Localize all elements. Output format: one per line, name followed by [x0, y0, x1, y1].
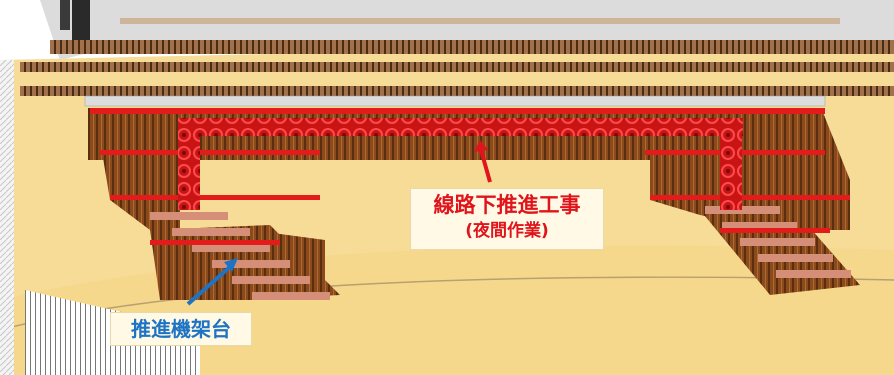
blue-arrow-head — [224, 258, 238, 272]
right-stairs — [705, 206, 851, 278]
rail-track-3 — [20, 86, 894, 96]
jack-stand-label: 推進機架台 — [110, 312, 252, 346]
red-arrow-line — [479, 149, 492, 183]
upper-embankment — [40, 0, 894, 60]
tunnel-work-label-line2: (夜間作業) — [465, 221, 549, 241]
blue-arrow-line — [186, 263, 234, 306]
guard-rail — [84, 95, 826, 107]
rail-track-far — [120, 18, 840, 24]
red-arrow-head — [474, 140, 488, 152]
pole — [72, 0, 90, 48]
pipe-ring-right-vertical — [720, 118, 742, 210]
left-edge-slab — [0, 60, 14, 375]
pipe-ring-left-vertical — [178, 118, 200, 210]
tunnel-work-label: 線路下推進工事 (夜間作業) — [410, 188, 604, 250]
pole-support — [60, 0, 70, 30]
tunnel-work-label-line1: 線路下推進工事 — [433, 193, 581, 217]
rail-track-1 — [50, 40, 894, 54]
left-stairs — [150, 212, 330, 300]
rail-track-2 — [20, 62, 894, 72]
pipe-ring-horizontal — [178, 118, 743, 136]
